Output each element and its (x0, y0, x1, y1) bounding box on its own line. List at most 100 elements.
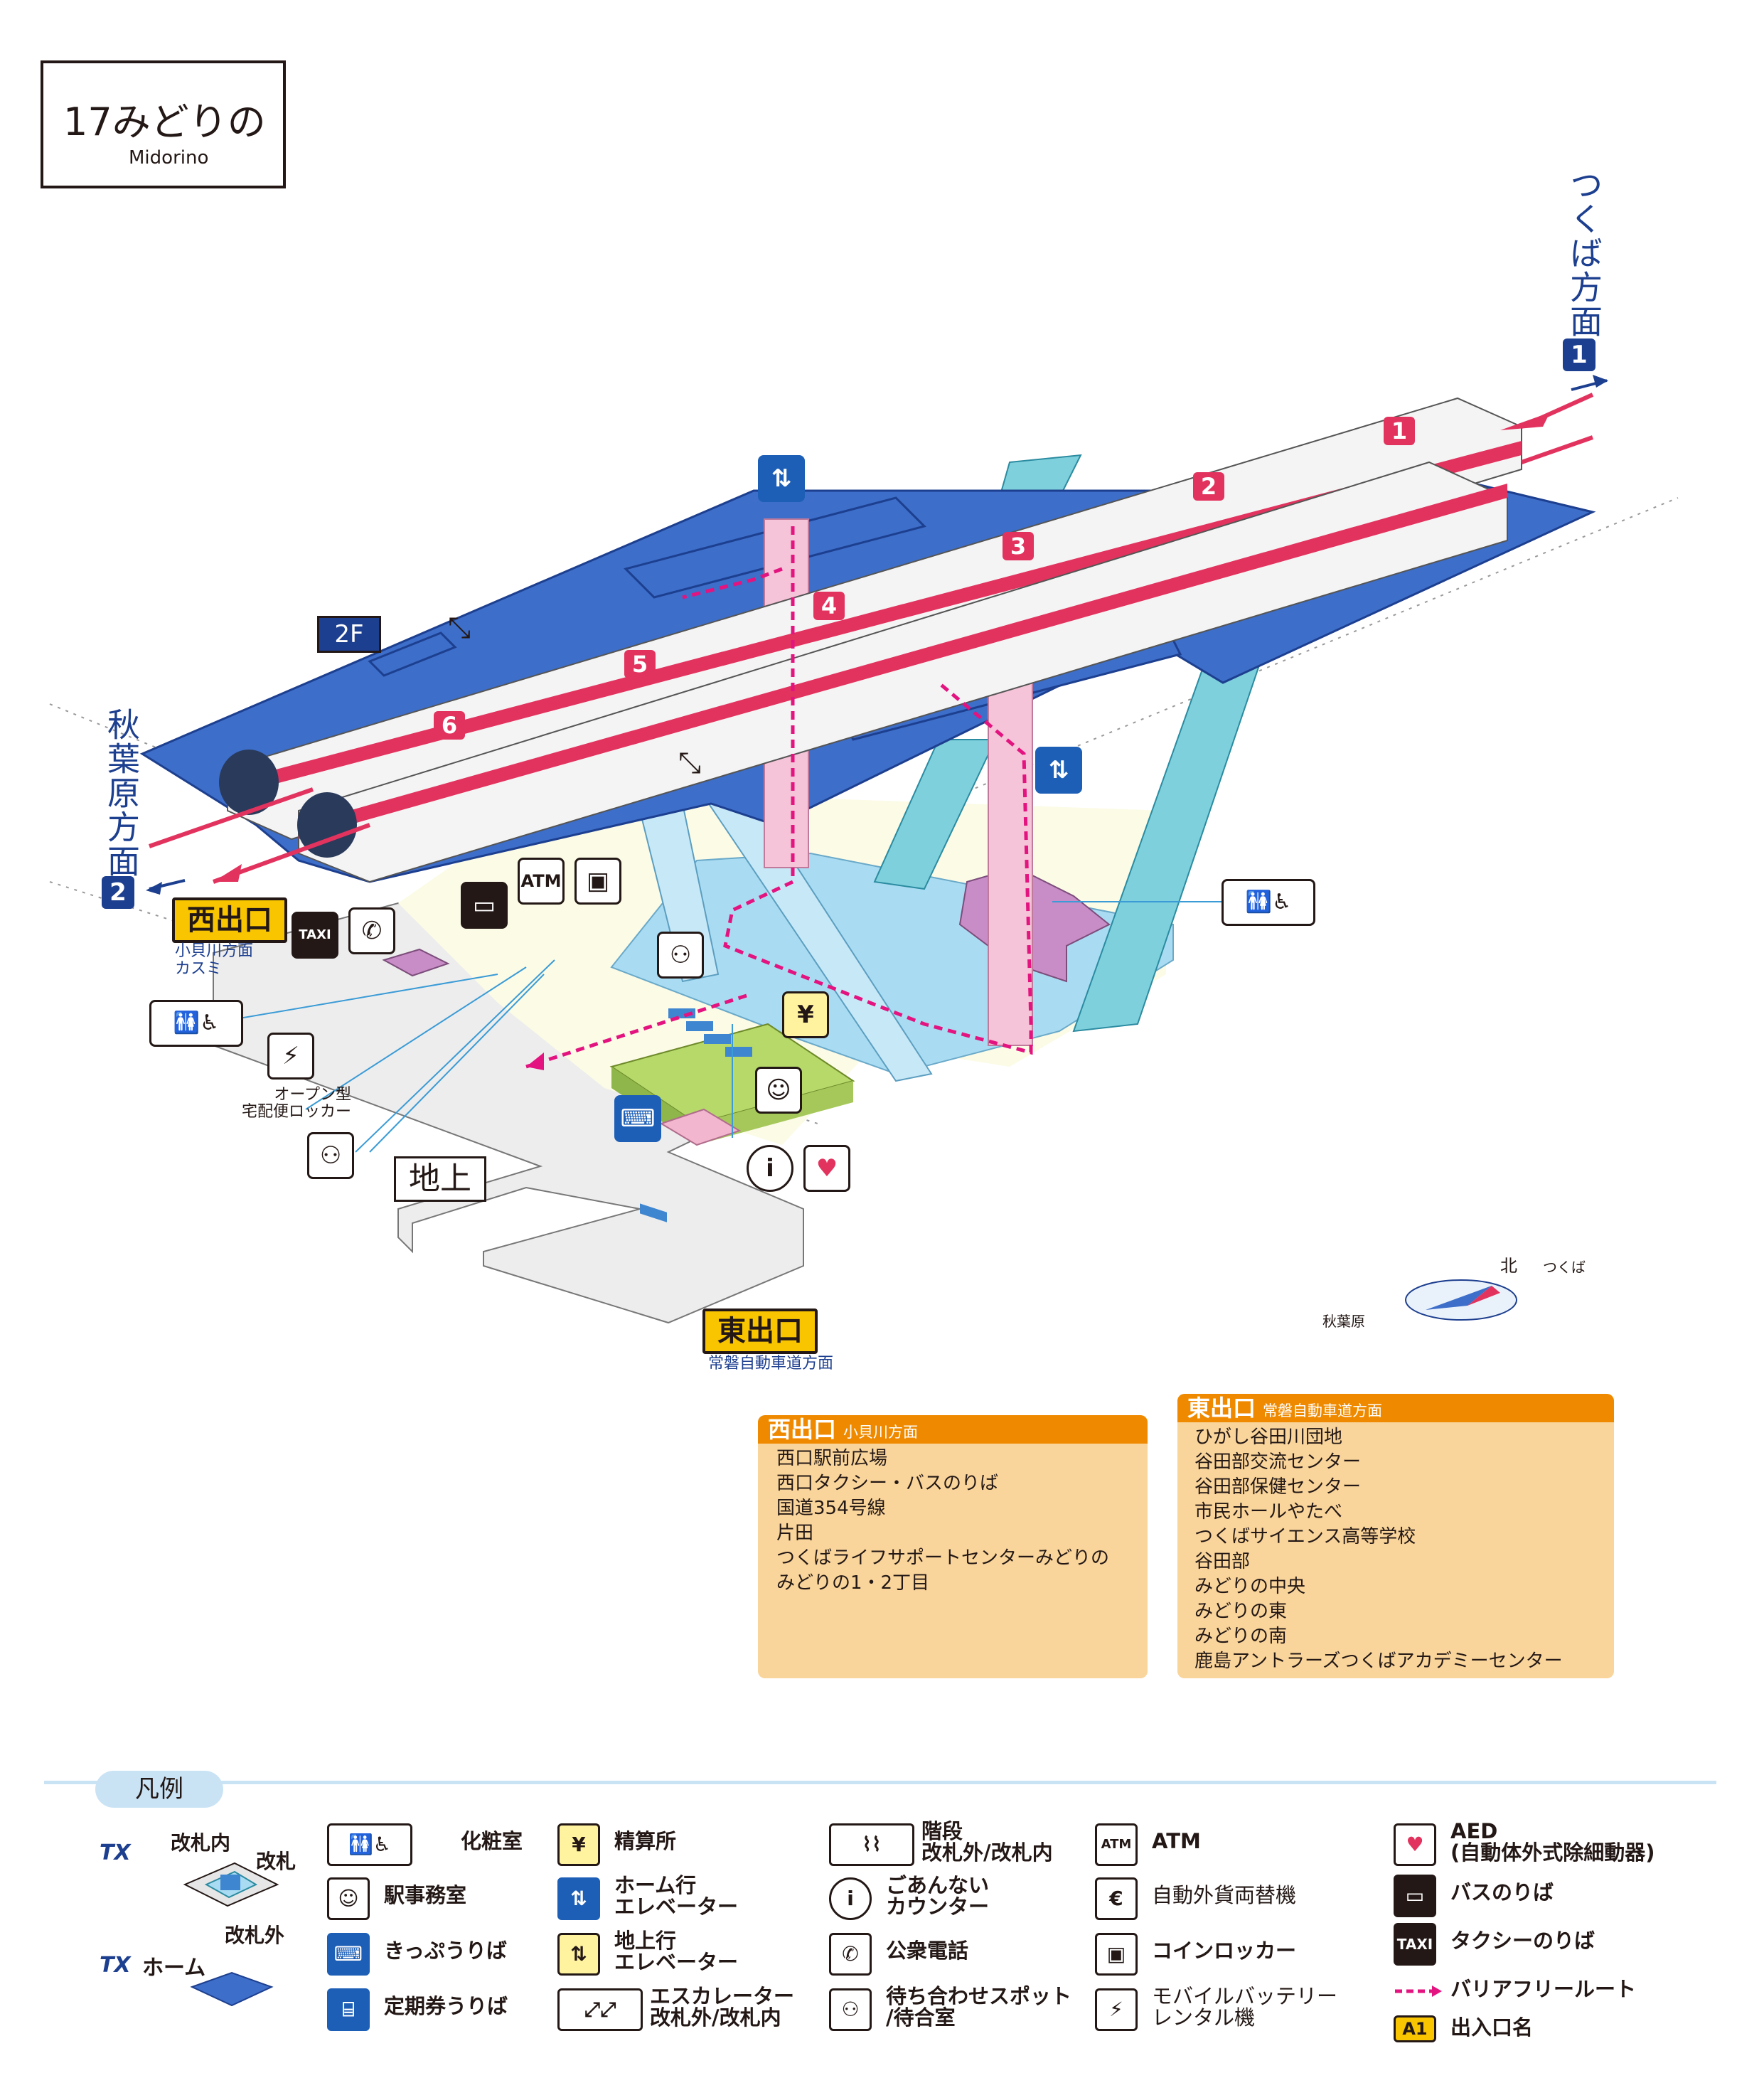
direction-akihabara-number: 2 (102, 876, 134, 909)
compass-tsukuba-label: つくば (1543, 1259, 1586, 1276)
platform-extension-3 (368, 631, 457, 677)
leader-locker (369, 974, 545, 1153)
list-item: みどりの東 (1194, 1601, 1288, 1622)
list-item: 市民ホールやたべ (1194, 1501, 1343, 1523)
east-dest-list: ひがし谷田川団地 谷田部交流センター 谷田部保健センター 市民ホールやたべ つく… (1177, 1422, 1614, 1674)
list-item: つくばライフサポートセンターみどりの (776, 1547, 1110, 1569)
list-item: 鹿島アントラーズつくばアカデミーセンター (1194, 1651, 1563, 1672)
car-number-3: 3 (1003, 532, 1034, 560)
car-number-4: 4 (813, 592, 845, 620)
compass-needle (1426, 1286, 1492, 1310)
station-office-icon: ☺ (755, 1067, 802, 1114)
toilet-icon: 🚻♿ (1222, 879, 1315, 926)
legend-platform: ホーム (142, 1956, 206, 1981)
list-item: 片田 (776, 1523, 814, 1544)
barrier-free-route (723, 526, 1033, 1055)
stairs-icon: ⌇⌇ (829, 1823, 914, 1866)
station-title: 17みどりの (63, 100, 266, 144)
compass-needle-north (1468, 1286, 1500, 1306)
west-dest-title: 西出口 (768, 1416, 837, 1443)
legend-title: 凡例 (95, 1771, 223, 1808)
battery-icon: ⚡ (267, 1033, 314, 1080)
tx-logo: TX (100, 1953, 131, 1978)
legend-gate-diagram (183, 1862, 279, 1907)
list-item: 西口タクシー・バスのりば (776, 1473, 999, 1494)
ticket-machine-block (659, 1108, 742, 1146)
list-item: ひがし谷田川団地 (1194, 1427, 1343, 1448)
station-title-box: 17みどりの Midorino (41, 60, 286, 188)
list-item: 谷田部交流センター (1194, 1451, 1362, 1473)
leader-waiting (355, 959, 555, 1153)
toilet-icon: 🚻♿ (149, 1000, 243, 1047)
waiting-spot-icon: ⚇ (307, 1132, 354, 1179)
station-subtitle: Midorino (129, 147, 209, 169)
floor-2f-tag: 2F (317, 616, 381, 653)
toilet-icon: 🚻♿ (327, 1823, 412, 1866)
west-exit-tag: 西出口 (172, 897, 287, 943)
ticket-machine-icon: ⌨ (614, 1095, 661, 1142)
aed-icon: ♥ (803, 1145, 850, 1192)
barrier-free-route-icon (1395, 1986, 1442, 1997)
west-exit-sub2: カスミ (175, 960, 223, 978)
train-front-2 (297, 792, 357, 858)
west-exit-destinations: 西出口小貝川方面 西口駅前広場 西口タクシー・バスのりば 国道354号線 片田 … (758, 1415, 1148, 1678)
ticket-gate (704, 1034, 731, 1044)
phone-icon: ✆ (829, 1933, 872, 1976)
ticket-gate (686, 1021, 713, 1031)
arrow-line-tsukuba (1520, 393, 1594, 429)
atm-icon: ATM (1095, 1823, 1138, 1866)
train-1-stripe (228, 441, 1522, 796)
leader-battery (305, 966, 527, 1110)
phone-icon: ✆ (348, 907, 395, 954)
ticket-machine-icon: ⌨ (327, 1933, 370, 1976)
east-dest-title: 東出口 (1187, 1395, 1256, 1422)
aed-icon: ♥ (1394, 1823, 1436, 1866)
car-number-5: 5 (624, 650, 656, 678)
floor-ground-tag: 地上 (394, 1156, 486, 1202)
barrier-free-route-platform (682, 567, 783, 599)
legend-divider (44, 1781, 1716, 1784)
coin-locker-icon: ▣ (574, 858, 621, 905)
direction-tsukuba-number: 1 (1563, 339, 1595, 371)
bus-icon: ▭ (461, 882, 508, 929)
platform-elevator-icon: ⇅ (557, 1877, 600, 1920)
list-item: 国道354号線 (776, 1498, 886, 1519)
ground-elevator-icon: ⇅ (557, 1933, 600, 1976)
train-2 (298, 461, 1508, 883)
leader-west-toilet (205, 974, 498, 1025)
tx-logo: TX (100, 1840, 131, 1865)
east-dest-subtitle: 常磐自動車道方面 (1263, 1402, 1383, 1419)
exit-name-sample: A1 (1394, 2015, 1436, 2042)
station-map (49, 375, 1679, 1324)
east-exit-tag: 東出口 (702, 1308, 818, 1354)
info-icon: i (747, 1145, 793, 1192)
train-2-stripe (299, 484, 1507, 839)
west-dest-list: 西口駅前広場 西口タクシー・バスのりば 国道354号線 片田 つくばライフサポー… (758, 1444, 1148, 1596)
station-office-icon: ☺ (327, 1877, 370, 1920)
list-item: みどりの1・2丁目 (776, 1572, 930, 1594)
direction-arrowhead-1 (1593, 375, 1608, 388)
legend-gate-outside: 改札外 (225, 1924, 285, 1947)
train-front-1 (219, 750, 279, 815)
barrier-free-arrowhead (526, 1052, 544, 1070)
list-item: みどりの南 (1194, 1626, 1288, 1647)
car-number-2: 2 (1193, 472, 1224, 501)
escalator-icon: ⤢⤢ (557, 1988, 643, 2031)
legend-gate: 改札 (256, 1850, 296, 1873)
legend-gate-inside: 改札内 (171, 1831, 231, 1855)
battery-icon: ⚡ (1095, 1988, 1138, 2031)
locker-label: オープン型 宅配便ロッカー (242, 1086, 352, 1121)
arrow-line-tsukuba-2 (1521, 435, 1593, 464)
arrow-line-akihabara (149, 787, 314, 848)
west-dest-header: 西出口小貝川方面 (758, 1415, 1148, 1444)
direction-tsukuba-label: つくば方面 (1565, 168, 1603, 339)
car-number-6: 6 (434, 711, 465, 740)
platform-elevator-icon: ⇅ (1035, 747, 1082, 794)
list-item: つくばサイエンス高等学校 (1194, 1526, 1416, 1547)
east-exit-sub: 常磐自動車道方面 (708, 1355, 834, 1373)
list-item: みどりの中央 (1194, 1576, 1306, 1597)
ticket-gate (725, 1047, 752, 1057)
list-item: 谷田部保健センター (1194, 1476, 1362, 1498)
compass-north-label: 北 (1500, 1256, 1517, 1276)
direction-akihabara-label: 秋葉原方面 (102, 708, 141, 878)
